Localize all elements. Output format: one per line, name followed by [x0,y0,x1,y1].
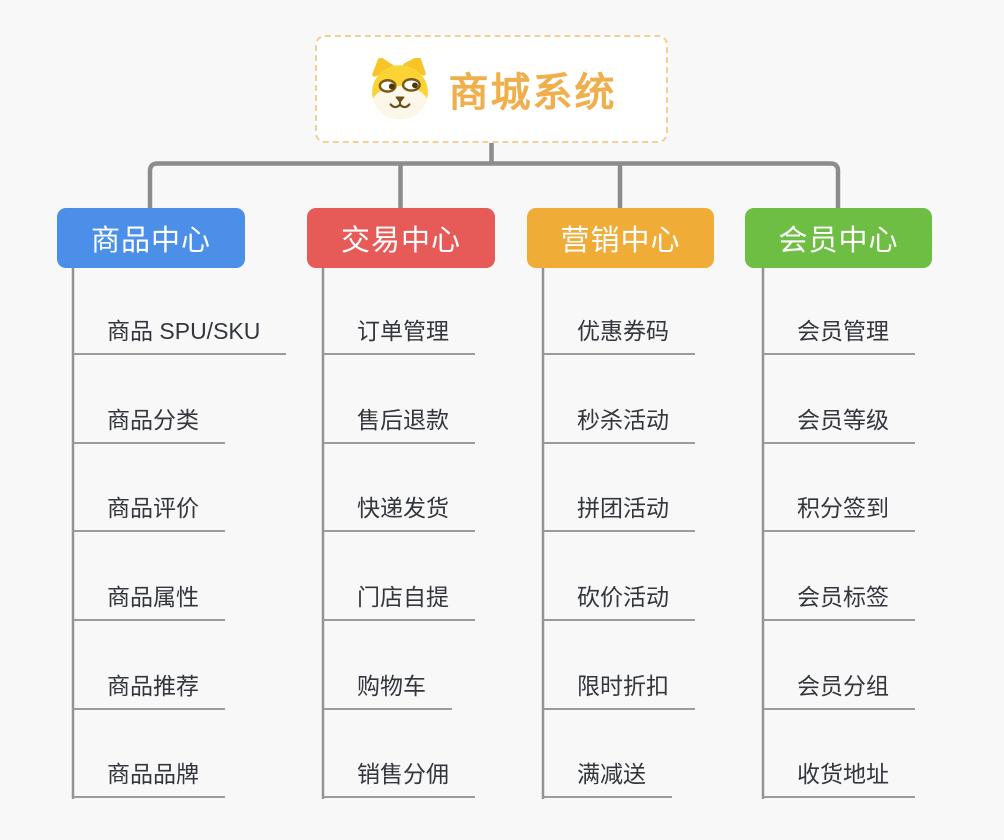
node-member-tag[interactable]: 会员标签 [763,581,915,621]
node-product-recommend[interactable]: 商品推荐 [73,670,225,710]
node-coupon-code[interactable]: 优惠券码 [543,315,695,355]
branch-marketing-center[interactable]: 营销中心 [527,208,714,268]
node-member-level[interactable]: 会员等级 [763,404,915,444]
node-aftersale-refund[interactable]: 售后退款 [323,404,475,444]
branch-label: 交易中心 [340,225,461,257]
node-spend-save[interactable]: 满减送 [543,758,672,798]
node-product-review[interactable]: 商品评价 [73,492,225,532]
node-member-group[interactable]: 会员分组 [763,670,915,710]
node-store-pickup[interactable]: 门店自提 [323,581,475,621]
node-shipping-address[interactable]: 收货地址 [763,758,915,798]
branch-trade-center[interactable]: 交易中心 [307,208,495,268]
node-product-spu-sku[interactable]: 商品 SPU/SKU [73,315,287,355]
node-product-attribute[interactable]: 商品属性 [73,581,225,621]
branch-member-center[interactable]: 会员中心 [745,208,932,268]
node-sales-commission[interactable]: 销售分佣 [323,758,475,798]
branch-label: 营销中心 [560,225,681,257]
node-points-checkin[interactable]: 积分签到 [763,492,915,532]
root-title: 商城系统 [448,71,617,115]
root-node[interactable]: 商城系统 [315,35,668,143]
node-product-category[interactable]: 商品分类 [73,404,225,444]
node-group-buy[interactable]: 拼团活动 [543,492,695,532]
node-member-management[interactable]: 会员管理 [763,315,915,355]
branch-product-center[interactable]: 商品中心 [57,208,245,268]
shiba-dog-icon [367,56,433,120]
node-product-brand[interactable]: 商品品牌 [73,758,225,798]
node-bargain-activity[interactable]: 砍价活动 [543,581,695,621]
node-order-management[interactable]: 订单管理 [323,315,475,355]
node-express-delivery[interactable]: 快递发货 [323,492,475,532]
node-shopping-cart[interactable]: 购物车 [323,670,452,710]
node-limited-time-discount[interactable]: 限时折扣 [543,670,695,710]
node-flash-sale[interactable]: 秒杀活动 [543,404,695,444]
branch-label: 会员中心 [778,225,899,257]
branch-label: 商品中心 [90,225,211,257]
